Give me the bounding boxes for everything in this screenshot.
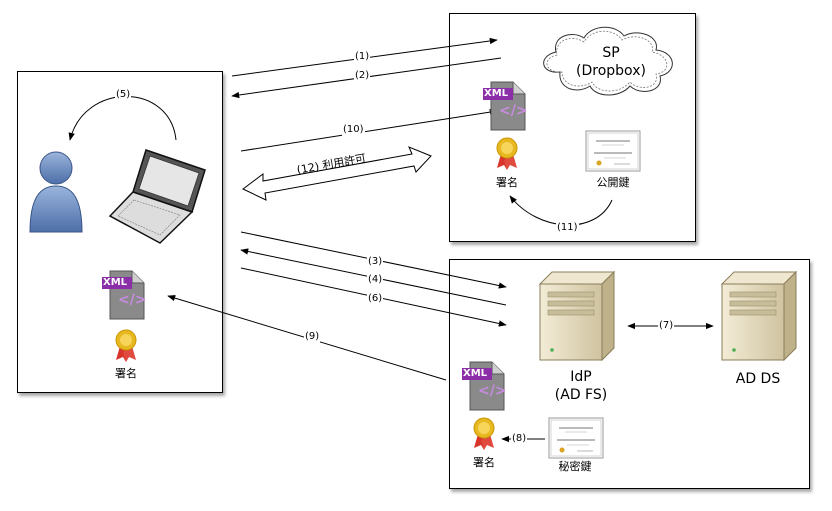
step-label-9: (9)	[304, 331, 321, 343]
arrow-5	[68, 96, 177, 141]
step-label-8: (8)	[511, 433, 528, 445]
adds-title: AD DS	[735, 371, 781, 387]
signature-caption: 署名	[115, 367, 137, 380]
sp-subtitle: (Dropbox)	[576, 63, 646, 79]
step-label-1: (1)	[354, 51, 371, 63]
cloud-icon	[543, 26, 673, 96]
xml-badge: XML	[463, 368, 488, 379]
user-icon	[29, 151, 83, 233]
signature-caption: 署名	[473, 456, 495, 469]
idp-title: IdP	[570, 369, 592, 385]
xml-glyph: </>	[478, 383, 507, 399]
signature-medal-icon	[473, 417, 495, 451]
laptop-icon	[108, 149, 206, 244]
step-label-5: (5)	[115, 89, 132, 101]
step-label-11: (11)	[556, 222, 579, 234]
arrow-11	[509, 195, 613, 226]
step-label-10: (10)	[342, 124, 365, 136]
signature-caption: 署名	[496, 176, 518, 189]
xml-glyph: </>	[499, 103, 528, 119]
step-label-4: (4)	[367, 274, 384, 286]
adds-server-icon	[721, 271, 797, 361]
signature-medal-icon	[496, 137, 518, 171]
step-label-6: (6)	[367, 293, 384, 305]
arrow-10	[240, 108, 498, 152]
step-label-7: (7)	[658, 320, 675, 332]
private-key-caption: 秘密鍵	[558, 460, 592, 473]
permission-double-arrow	[242, 146, 432, 201]
private-key-certificate-icon	[548, 417, 604, 459]
step-label-3: (3)	[367, 256, 384, 268]
step-label-2: (2)	[354, 70, 371, 82]
xml-badge: XML	[103, 277, 128, 288]
xml-badge: XML	[484, 88, 509, 99]
sp-title: SP	[602, 45, 620, 61]
idp-subtitle: (AD FS)	[554, 387, 608, 403]
signature-medal-icon	[115, 329, 137, 363]
public-key-certificate-icon	[585, 130, 641, 172]
idp-server-icon	[539, 271, 615, 361]
xml-glyph: </>	[118, 292, 147, 308]
public-key-caption: 公開鍵	[596, 176, 630, 189]
